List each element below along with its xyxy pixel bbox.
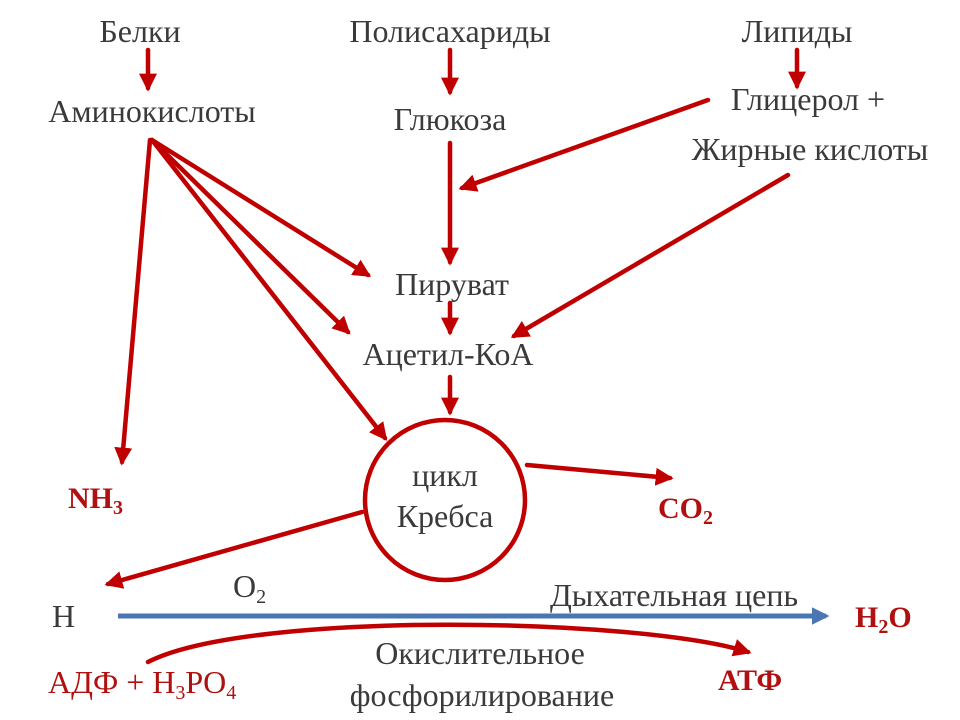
label-atp: АТФ [718, 664, 782, 697]
arrow-adp-to-atp-curve [145, 622, 752, 665]
label-oxidative-line2: фосфорилирование [350, 677, 614, 713]
label-krebs-line2: Кребса [397, 498, 494, 534]
arrows [104, 47, 830, 665]
label-h: H [52, 598, 75, 634]
label-amino-acids: Аминокислоты [48, 93, 256, 129]
label-polysaccharides: Полисахариды [349, 13, 550, 49]
label-oxidative-line1: Окислительное [375, 635, 585, 671]
label-respiratory-chain: Дыхательная цепь [550, 577, 798, 613]
krebs-cycle-circle [362, 417, 528, 583]
label-glucose: Глюкоза [394, 101, 507, 137]
arrow-fatty-acids-to-acetyl-coa [510, 172, 791, 339]
arrow-amino-acids-to-pyruvate [149, 137, 372, 278]
labels: Белки Полисахариды Липиды Аминокислоты Г… [48, 13, 928, 713]
label-lipids: Липиды [742, 13, 853, 49]
arrow-krebs-to-co2 [524, 462, 674, 486]
arrow-amino-acids-to-acetyl-coa [149, 137, 351, 335]
label-adp-phosphate: АДФ + H3PO4 [48, 664, 236, 704]
label-acetyl-coa: Ацетил-КоА [362, 336, 533, 372]
label-nh3: NH3 [68, 482, 123, 519]
arrow-amino-acids-to-krebs [149, 137, 388, 441]
label-pyruvate: Пируват [395, 266, 509, 302]
label-glycerol: Глицерол + [731, 81, 885, 117]
arrow-krebs-to-h [104, 509, 365, 589]
arrow-glycerol-to-glucose-path [458, 97, 711, 192]
label-o2: O2 [233, 568, 266, 608]
arrow-amino-acids-to-nh3 [114, 137, 153, 466]
label-h2o: H2O [855, 601, 912, 638]
label-fatty-acids: Жирные кислоты [692, 131, 929, 167]
label-proteins: Белки [99, 13, 180, 49]
label-co2: CO2 [658, 492, 713, 529]
label-krebs-line1: цикл [412, 457, 478, 493]
